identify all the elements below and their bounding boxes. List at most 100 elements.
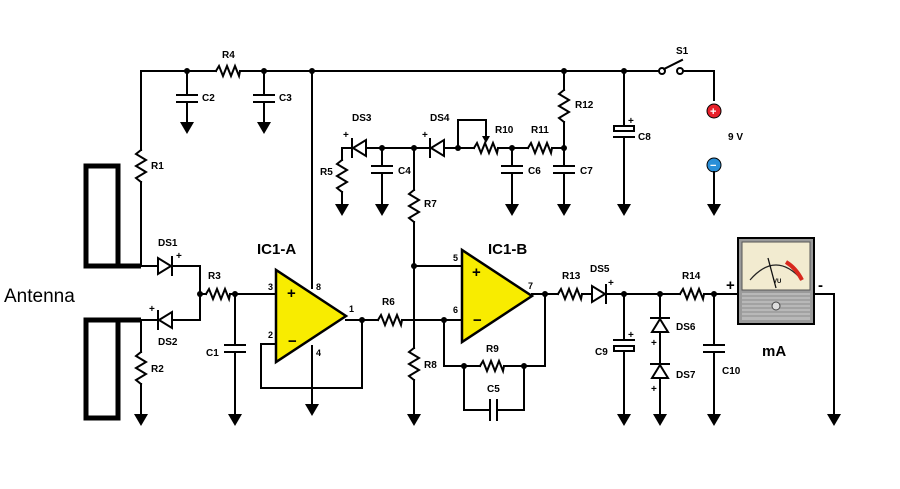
resistor-r9: R9 [443,293,546,375]
capacitor-c3: C3 [253,70,292,134]
ds7-label: DS7 [676,370,696,381]
diode-ds3: DS3 + [341,113,421,158]
capacitor-c10: C10 [703,293,741,426]
c10-label: C10 [722,366,741,377]
resistor-r8: R8 [407,346,437,426]
r7-label: R7 [424,199,437,210]
ds4-label: DS4 [430,113,450,124]
capacitor-c2: C2 [176,70,215,134]
svg-text:+: + [726,277,735,294]
resistor-r5: R5 [320,147,349,216]
ds5-label: DS5 [590,264,610,275]
r1-label: R1 [151,161,164,172]
r10-label: R10 [495,125,514,136]
svg-text:1: 1 [349,304,354,314]
r9-label: R9 [486,344,499,355]
battery-9v: + − 9 V [706,103,743,216]
r4-label: R4 [222,50,235,61]
resistor-r6: R6 [376,297,463,329]
ic-a-feedback [260,317,379,416]
opamp-ic1-a: IC1-A + − 3 2 8 4 1 [257,241,354,365]
c1-label: C1 [206,348,219,359]
r6-label: R6 [382,297,395,308]
capacitor-c4: C4 [371,147,411,216]
capacitor-c7: C7 [553,147,593,216]
antenna-label: Antenna [4,286,75,307]
resistor-r14: R14 [678,271,741,303]
svg-text:+: + [343,130,349,141]
milliammeter: VU mA + - [726,237,823,360]
svg-text:6: 6 [453,305,458,315]
svg-text:+: + [149,304,155,315]
meter-needle [767,257,777,289]
svg-text:+: + [422,130,428,141]
svg-text:3: 3 [268,282,273,292]
ds3-label: DS3 [352,113,372,124]
switch-s1: S1 [658,46,689,75]
r11-label: R11 [531,125,549,136]
diode-ds5: DS5 + [590,264,681,304]
svg-text:4: 4 [316,348,321,358]
capacitor-c6: C6 [501,147,541,216]
r13-label: R13 [562,271,581,282]
capacitor-c1: C1 [206,293,246,426]
c9-label: C9 [595,347,608,358]
svg-text:+: + [710,106,716,118]
diode-ds2: DS2 + [140,265,203,348]
svg-text:+: + [287,285,296,302]
resistor-r13: R13 [556,271,593,303]
svg-text:−: − [710,160,716,172]
r14-label: R14 [682,271,701,282]
svg-text:+: + [628,116,634,127]
capacitor-c5: C5 [463,365,525,421]
svg-text:8: 8 [316,282,321,292]
svg-text:+: + [608,278,614,289]
capacitor-c9: C9 + [595,293,635,426]
resistor-r12: R12 [557,70,594,149]
output-chain [531,291,559,297]
svg-text:+: + [176,251,182,262]
svg-text:+: + [651,384,657,395]
svg-text:+: + [651,338,657,349]
s1-label: S1 [676,46,689,57]
r5-label: R5 [320,167,333,178]
svg-text:2: 2 [268,330,273,340]
r12-label: R12 [575,100,594,111]
meter-return-wire [813,293,835,415]
c4-label: C4 [398,166,411,177]
svg-text:−: − [288,333,297,350]
ds6-label: DS6 [676,322,696,333]
resistor-r7: R7 [407,147,437,349]
svg-text:VU: VU [773,279,781,285]
resistor-r1: R1 [134,70,164,265]
c3-label: C3 [279,93,292,104]
battery-voltage-label: 9 V [728,132,743,143]
resistor-r11: R11 [526,125,567,157]
ic-a-label: IC1-A [257,241,296,258]
svg-text:−: − [473,312,482,329]
resistor-r3: R3 [199,271,277,303]
r3-label: R3 [208,271,221,282]
r2-label: R2 [151,364,164,375]
capacitor-c8: C8 + [613,70,651,216]
supply-rail [140,68,715,101]
svg-text:-: - [818,277,823,294]
c7-label: C7 [580,166,593,177]
antenna: Antenna [4,163,141,421]
svg-text:7: 7 [528,281,533,291]
ds2-label: DS2 [158,337,178,348]
c5-label: C5 [487,384,500,395]
svg-text:+: + [628,330,634,341]
resistor-r2: R2 [134,319,164,426]
c2-label: C2 [202,93,215,104]
diode-ds7: DS7 + [650,363,696,426]
ic-b-label: IC1-B [488,241,527,258]
ds1-label: DS1 [158,238,178,249]
svg-text:+: + [472,264,481,281]
c6-label: C6 [528,166,541,177]
c8-label: C8 [638,132,651,143]
opamp-ic1-b: IC1-B + − 5 6 7 [453,241,535,345]
svg-text:5: 5 [453,253,458,263]
diode-ds6: DS6 + [650,293,696,365]
